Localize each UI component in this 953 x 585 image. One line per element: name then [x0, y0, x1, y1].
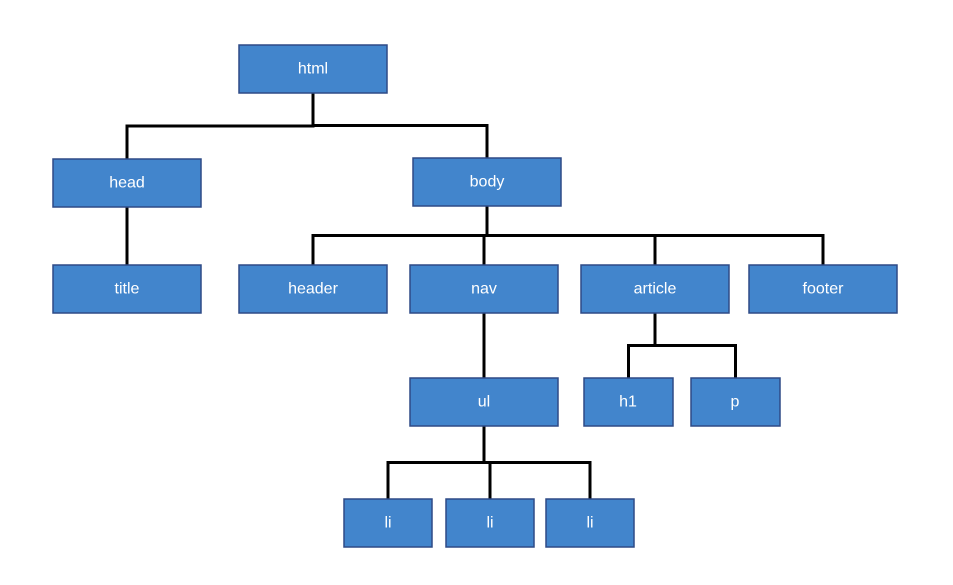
- node-li-3-label: li: [586, 515, 593, 532]
- node-article-label: article: [634, 281, 677, 298]
- edge-article-p: [653, 313, 737, 378]
- node-ul: ul: [409, 377, 559, 427]
- node-h1-label: h1: [619, 394, 637, 411]
- node-li-2-label: li: [486, 515, 493, 532]
- edge-body-header: [311, 206, 489, 265]
- node-html-label: html: [298, 61, 328, 78]
- edge-article-h1: [627, 313, 657, 378]
- node-header: header: [238, 264, 388, 314]
- node-p-label: p: [731, 394, 740, 411]
- node-footer-label: footer: [803, 281, 845, 298]
- node-li-3: li: [545, 498, 635, 548]
- node-ul-label: ul: [478, 394, 490, 411]
- node-head-label: head: [109, 175, 145, 192]
- edge-ul-li1: [386, 426, 486, 499]
- edge-html-head: [125, 93, 315, 159]
- node-html: html: [238, 44, 388, 94]
- node-li-2: li: [445, 498, 535, 548]
- node-head: head: [52, 158, 202, 208]
- node-body: body: [412, 157, 562, 207]
- edge-ul-li3: [482, 426, 592, 499]
- node-title: title: [52, 264, 202, 314]
- node-footer: footer: [748, 264, 898, 314]
- edges-layer: [125, 93, 825, 499]
- node-title-label: title: [115, 281, 140, 298]
- node-p: p: [690, 377, 781, 427]
- node-nav: nav: [409, 264, 559, 314]
- node-li-1-label: li: [384, 515, 391, 532]
- node-article: article: [580, 264, 730, 314]
- node-li-1: li: [343, 498, 433, 548]
- edge-html-body: [311, 93, 489, 158]
- node-h1: h1: [583, 377, 674, 427]
- node-header-label: header: [288, 281, 338, 298]
- node-nav-label: nav: [471, 281, 497, 298]
- edge-body-footer: [485, 206, 825, 265]
- node-body-label: body: [470, 174, 505, 191]
